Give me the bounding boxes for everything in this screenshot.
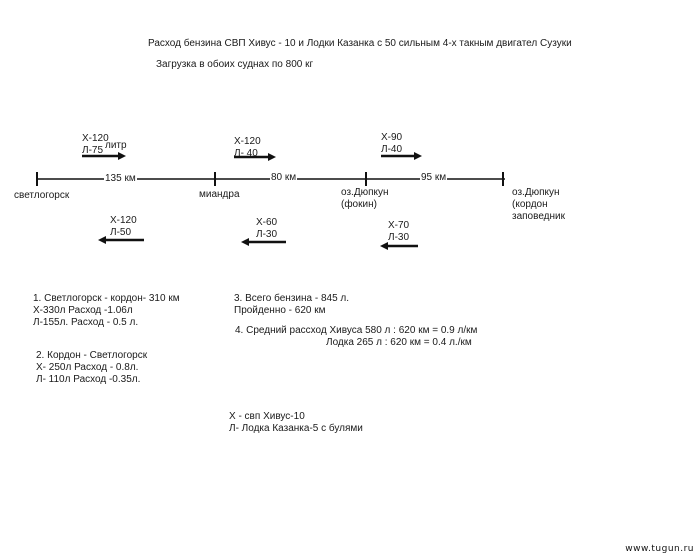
arrow-back-3 xyxy=(380,242,418,250)
site-watermark: www.tugun.ru xyxy=(625,544,694,554)
note-1-line2: Л-155л. Расход - 0.5 л. xyxy=(33,317,139,328)
forward-3-x: Х-90 xyxy=(381,132,403,143)
back-2-l: Л-30 xyxy=(256,229,278,240)
back-2-x: Х-60 xyxy=(256,217,278,228)
arrow-forward-3 xyxy=(381,152,422,160)
legend-x: Х - свп Хивус-10 xyxy=(229,411,305,422)
page-title: Расход бензина СВП Хивус - 10 и Лодки Ка… xyxy=(148,38,572,49)
back-1-l: Л-50 xyxy=(110,227,132,238)
distance-3: 95 км xyxy=(420,172,448,184)
point-dyupkun-kordon-2: (кордон xyxy=(512,199,548,210)
back-3-x: Х-70 xyxy=(388,220,410,231)
point-dyupkun-kordon-1: оз.Дюпкун xyxy=(512,187,560,198)
distance-2: 80 км xyxy=(270,172,298,184)
arrow-forward-2 xyxy=(234,153,276,161)
note-3-line2: Пройденно - 620 км xyxy=(234,305,326,316)
back-1-x: Х-120 xyxy=(110,215,137,226)
arrow-back-1 xyxy=(98,236,144,244)
note-1-title: 1. Светлогорск - кордон- 310 км xyxy=(33,293,180,304)
point-dyupkun-fokin-1: оз.Дюпкун xyxy=(341,187,389,198)
point-svetlogorsk: светлогорск xyxy=(14,190,70,201)
note-4-line2: Лодка 265 л : 620 км = 0.4 л./км xyxy=(326,337,472,348)
arrow-back-2 xyxy=(241,238,286,246)
back-3-l: Л-30 xyxy=(388,232,410,243)
forward-2-x: Х-120 xyxy=(234,136,261,147)
forward-1-l: Л-75 xyxy=(82,145,104,156)
point-dyupkun-kordon-3: заповедник xyxy=(512,211,565,222)
note-4-line1: 4. Средний рассход Хивуса 580 л : 620 км… xyxy=(235,325,478,336)
note-2-line2: Л- 110л Расход -0.35л. xyxy=(36,374,141,385)
note-3-line1: 3. Всего бензина - 845 л. xyxy=(234,293,350,304)
forward-1-x: Х-120 xyxy=(82,133,109,144)
legend-l: Л- Лодка Казанка-5 с булями xyxy=(229,423,363,434)
forward-3-l: Л-40 xyxy=(381,144,403,155)
forward-1-unit: литр xyxy=(105,140,127,151)
point-miandra: миандра xyxy=(199,189,240,200)
distance-1: 135 км xyxy=(104,173,137,185)
page-subtitle: Загрузка в обоих суднах по 800 кг xyxy=(156,59,314,70)
note-1-line1: Х-330л Расход -1.06л xyxy=(33,305,133,316)
arrow-forward-1 xyxy=(82,152,126,160)
note-2-title: 2. Кордон - Светлогорск xyxy=(36,350,148,361)
note-2-line1: Х- 250л Расход - 0.8л. xyxy=(36,362,139,373)
point-dyupkun-fokin-2: (фокин) xyxy=(341,199,377,210)
forward-2-l: Л- 40 xyxy=(234,148,258,159)
